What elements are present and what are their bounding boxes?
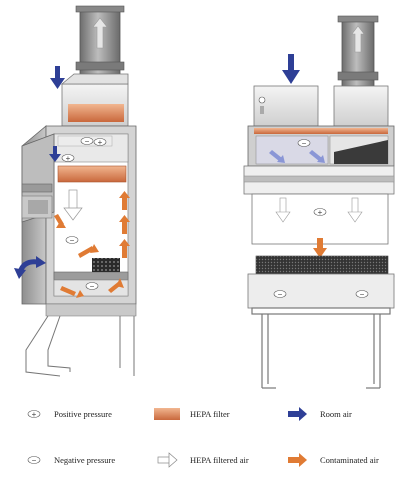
legend-label-negative-pressure: Negative pressure [54, 455, 115, 465]
legend-item-hepa-filter: HEPA filter [154, 408, 230, 420]
legend-item-room-air: Room air [288, 407, 352, 421]
pressure-symbols-side: − + + − − [61, 137, 107, 291]
legend-label-positive-pressure: Positive pressure [54, 409, 112, 419]
legend-label-room-air: Room air [320, 409, 352, 419]
supply-hepa-filter [57, 165, 127, 183]
room-air-arrow-small-icon [49, 146, 61, 162]
negative-symbol: − [32, 456, 37, 465]
legend-item-positive-pressure: + Positive pressure [27, 409, 112, 419]
contaminated-air-arrow-front [313, 238, 327, 258]
cabinet-side-view: − + + − − [14, 5, 137, 377]
cabinet-stand-front [251, 307, 391, 389]
positive-pressure-arrows [269, 150, 325, 163]
legend-item-contaminated-air: Contaminated air [288, 453, 379, 467]
room-air-legend-arrow-icon [288, 407, 307, 421]
positive-symbol: + [318, 208, 323, 217]
legend-label-hepa-filter: HEPA filter [190, 409, 230, 419]
hepa-filtered-air-arrow-icon [63, 189, 83, 221]
positive-symbol: + [32, 410, 37, 419]
room-air-arrow-icon [50, 66, 65, 89]
room-air-arrow-front-icon [282, 54, 300, 84]
cabinet-front-view: − + − − [243, 15, 395, 389]
hepa-filtered-air-legend-arrow-icon [157, 452, 178, 468]
legend-item-negative-pressure: − Negative pressure [27, 455, 115, 465]
negative-symbol: − [90, 282, 95, 291]
positive-symbol: + [66, 154, 71, 163]
negative-symbol: − [85, 137, 90, 146]
contaminated-air-legend-arrow-icon [288, 453, 307, 467]
negative-symbol: − [70, 236, 75, 245]
front-grille [255, 255, 389, 275]
legend: + Positive pressure HEPA filter Room air… [27, 407, 379, 468]
negative-symbol: − [360, 290, 365, 299]
room-air-curved-arrow-icon [14, 256, 46, 279]
negative-symbol: − [302, 139, 307, 148]
legend-label-hepa-filtered-air: HEPA filtered air [190, 455, 249, 465]
downflow-arrows [275, 197, 363, 223]
cabinet-stand [25, 315, 135, 377]
legend-label-contaminated-air: Contaminated air [320, 455, 379, 465]
hepa-filter-swatch [154, 408, 180, 420]
exhaust-arrow-icon [92, 17, 108, 49]
legend-item-hepa-filtered-air: HEPA filtered air [157, 452, 249, 468]
contaminated-air-arrows [54, 191, 130, 298]
positive-symbol: + [98, 138, 103, 147]
negative-symbol: − [278, 290, 283, 299]
